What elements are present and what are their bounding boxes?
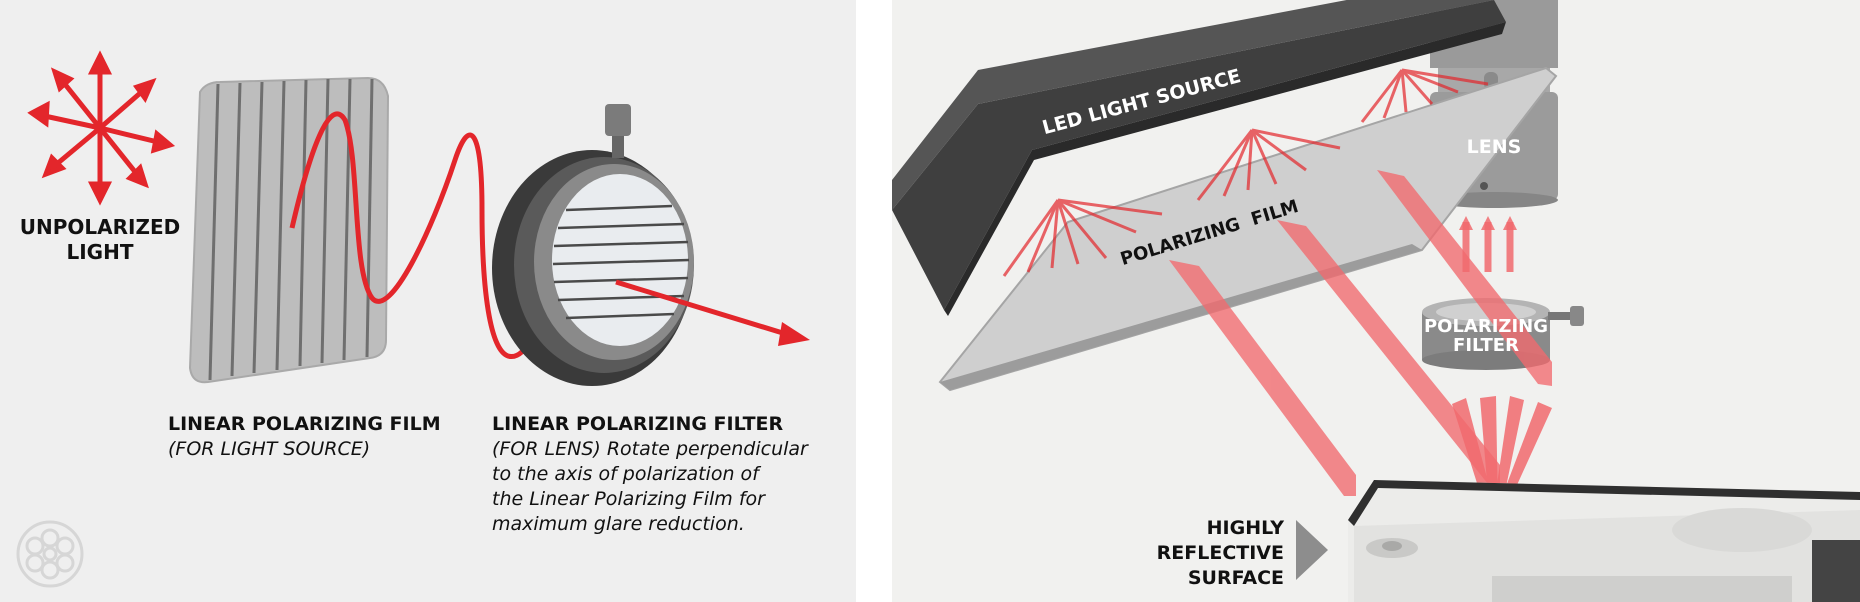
film-caption-subtitle: (FOR LIGHT SOURCE)	[168, 438, 371, 460]
unpolarized-light-starburst-icon	[27, 50, 176, 206]
lens-label: LENS	[1466, 136, 1522, 158]
lens-polarizing-filter-label: POLARIZING FILTER	[1422, 317, 1550, 355]
watermark-logo-icon	[16, 520, 84, 588]
polarizing-film-sheet-diagonal	[938, 66, 1558, 392]
linear-polarizing-film-sheet	[188, 76, 390, 384]
surface-label-line: SURFACE	[1187, 567, 1284, 589]
polarized-wave-line	[289, 111, 541, 359]
film-caption: LINEAR POLARIZING FILM (FOR LIGHT SOURCE…	[168, 412, 441, 462]
unpolarized-light-label: UNPOLARIZED LIGHT	[18, 215, 182, 265]
unpolarized-label-line: UNPOLARIZED	[19, 215, 181, 239]
filter-caption-title: LINEAR POLARIZING FILTER	[492, 413, 784, 435]
filter-caption-line: maximum glare reduction.	[492, 513, 745, 535]
left-panel-polarization-diagram: UNPOLARIZED LIGHT LINEAR POLARIZING FILM…	[0, 0, 856, 602]
filter-caption-line: to the axis of polarization of	[492, 463, 759, 485]
right-diagram-graphic	[892, 0, 1860, 602]
lens-filter-label-line: POLARIZING	[1423, 316, 1549, 337]
filter-caption-line: (FOR LENS) Rotate perpendicular	[492, 438, 808, 460]
surface-pointer-triangle-icon	[1296, 520, 1328, 580]
surface-label-line: REFLECTIVE	[1156, 542, 1284, 564]
right-panel-setup-diagram: LED LIGHT SOURCE POLARIZING FILM LENS PO…	[892, 0, 1860, 602]
led-light-source-bar	[892, 0, 1506, 316]
filter-caption-line: the Linear Polarizing Film for	[492, 488, 765, 510]
film-caption-title: LINEAR POLARIZING FILM	[168, 413, 441, 435]
reflective-surface-table	[1348, 480, 1860, 602]
linear-polarizing-filter-ring	[492, 104, 694, 386]
left-diagram-graphic	[16, 50, 810, 588]
highly-reflective-surface-label: HIGHLY REFLECTIVE SURFACE	[1132, 516, 1284, 591]
lens-filter-label-line: FILTER	[1453, 335, 1519, 356]
unpolarized-label-line: LIGHT	[66, 240, 134, 264]
polarized-output-arrow	[615, 279, 810, 346]
polarized-beams-to-surface	[1169, 170, 1552, 496]
led-ray-fans	[1002, 68, 1489, 277]
surface-label-line: HIGHLY	[1206, 517, 1284, 539]
filter-caption: LINEAR POLARIZING FILTER (FOR LENS) Rota…	[492, 412, 808, 537]
